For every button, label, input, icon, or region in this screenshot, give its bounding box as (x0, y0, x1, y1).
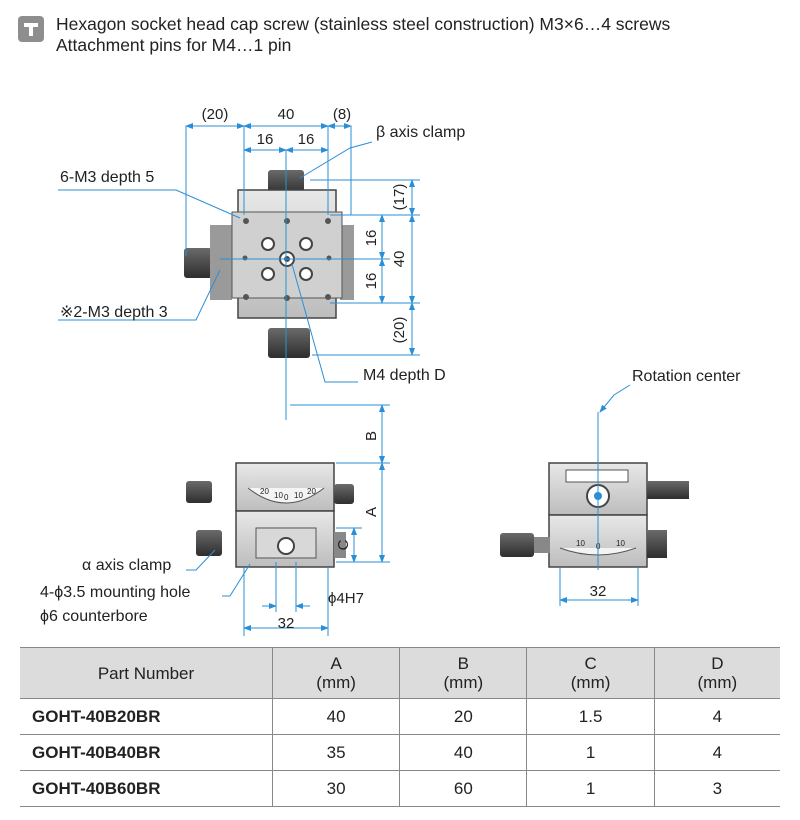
dim-17: (17) (391, 184, 408, 211)
dimensions-table: Part Number A(mm) B(mm) C(mm) D(mm) GOHT… (20, 647, 780, 807)
front-scale-20b: 20 (307, 487, 316, 496)
technical-drawing: (20) 40 (8) 16 16 (17) 40 16 16 (20) β a… (40, 106, 741, 636)
header-d: D(mm) (653, 647, 780, 699)
front-scale-0: 0 (284, 493, 289, 502)
dim-20-bottom: (20) (391, 317, 408, 344)
cell-a: 35 (271, 734, 400, 771)
cell-b: 60 (399, 770, 527, 807)
dim-16-v1: 16 (363, 230, 380, 247)
front-scale-20a: 20 (260, 487, 269, 496)
dim-b: B (363, 431, 380, 441)
note-line-2: Attachment pins for M4…1 pin (56, 35, 292, 55)
label-rotation-center: Rotation center (632, 368, 741, 385)
top-view: (20) 40 (8) 16 16 (17) 40 16 16 (20) β a… (58, 106, 465, 420)
cell-part: GOHT-40B20BR (20, 698, 273, 735)
cell-d: 3 (653, 770, 780, 807)
header-b: B(mm) (399, 647, 527, 699)
label-m4-depth: M4 depth D (363, 367, 446, 384)
dim-8: (8) (333, 106, 351, 123)
dim-16-left: 16 (257, 131, 274, 148)
table-row: GOHT-40B40BR 35 40 1 4 (20, 734, 780, 771)
front-scale-10b: 10 (294, 491, 303, 500)
dim-20-left: (20) (202, 106, 229, 123)
front-left-knob (186, 481, 212, 503)
wrench-icon (18, 16, 44, 42)
side-view: 10 0 10 Rotation center 32 (500, 368, 741, 606)
front-view: 20 10 0 10 20 B A C 32 ϕ4H7 α axis cl (40, 404, 390, 636)
cell-d: 4 (653, 734, 780, 771)
alpha-clamp-knob (196, 530, 222, 556)
table-row: GOHT-40B60BR 30 60 1 3 (20, 770, 780, 807)
dim-40-v: 40 (391, 251, 408, 268)
cell-b: 40 (399, 734, 527, 771)
cell-part: GOHT-40B40BR (20, 734, 273, 771)
cell-a: 40 (271, 698, 400, 735)
side-dim-32: 32 (590, 583, 607, 600)
label-mounting-hole: 4-ϕ3.5 mounting hole (40, 584, 190, 601)
cell-c: 1 (526, 734, 655, 771)
table-row: GOHT-40B20BR 40 20 1.5 4 (20, 698, 780, 735)
cell-part: GOHT-40B60BR (20, 770, 273, 807)
label-beta-clamp: β axis clamp (376, 124, 465, 141)
notes-block: Hexagon socket head cap screw (stainless… (18, 14, 670, 56)
dim-40: 40 (278, 106, 295, 123)
cell-b: 20 (399, 698, 527, 735)
cell-d: 4 (653, 698, 780, 735)
dim-c: C (335, 539, 352, 550)
dim-16-v2: 16 (363, 273, 380, 290)
left-clamp-knob (184, 248, 212, 278)
side-scale-10b: 10 (616, 539, 625, 548)
dim-phi4: ϕ4H7 (328, 590, 364, 607)
cell-c: 1 (526, 770, 655, 807)
side-scale-10a: 10 (576, 539, 585, 548)
label-alpha-clamp: α axis clamp (82, 557, 171, 574)
cell-c: 1.5 (526, 698, 655, 735)
header-part-number: Part Number (20, 647, 273, 699)
header-c: C(mm) (526, 647, 655, 699)
dim-16-right: 16 (298, 131, 315, 148)
label-m3-depth5: 6-M3 depth 5 (60, 169, 154, 186)
header-a: A(mm) (271, 647, 400, 699)
label-m3-depth3: ※2-M3 depth 3 (60, 304, 168, 321)
bottom-micrometer (268, 328, 310, 358)
front-scale-10a: 10 (274, 491, 283, 500)
cell-a: 30 (271, 770, 400, 807)
label-counterbore: ϕ6 counterbore (40, 608, 148, 625)
dim-a: A (363, 507, 380, 517)
front-dim-32: 32 (278, 615, 295, 632)
side-micrometer (500, 533, 534, 557)
upper-stage (235, 462, 335, 512)
note-line-1: Hexagon socket head cap screw (stainless… (56, 14, 671, 34)
